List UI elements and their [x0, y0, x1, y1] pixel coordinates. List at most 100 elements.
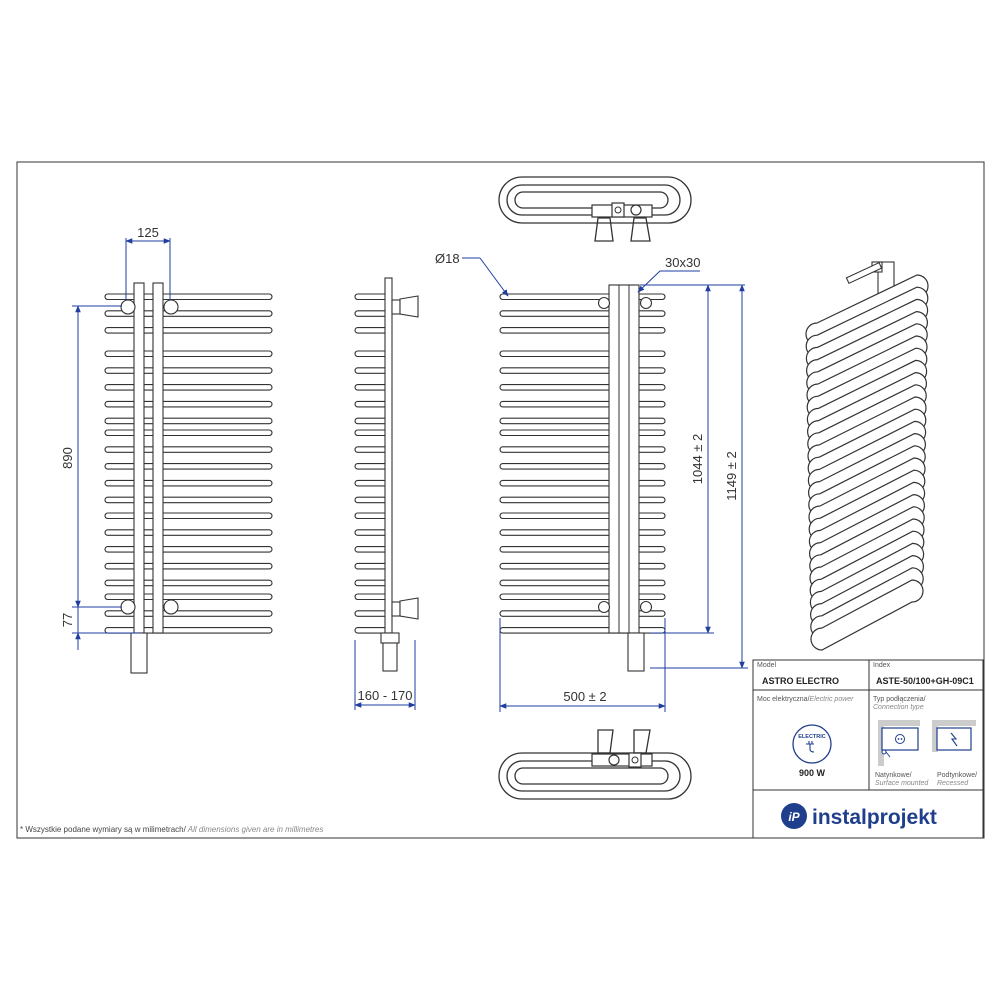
index-value: ASTE-50/100+GH-09C1: [876, 676, 974, 686]
heating-bar: [104, 327, 273, 334]
heating-bar-profile: [354, 327, 390, 334]
dim-collector: 30x30: [665, 255, 700, 270]
heating-bar: [104, 429, 273, 437]
collector-pipe-right: [152, 282, 164, 634]
plug-icon: [806, 741, 815, 753]
top-view: [498, 176, 692, 242]
collector-pipe-left: [133, 282, 145, 634]
element-head: [380, 632, 400, 644]
heating-bar-profile: [354, 400, 390, 408]
heating-bar: [104, 546, 273, 553]
profile-view: [354, 277, 419, 672]
conn-surface-en: Surface mounted: [875, 780, 929, 787]
heating-bar-profile: [354, 562, 390, 570]
mount-bracket: [163, 599, 179, 615]
heating-bar-profile: [354, 512, 390, 520]
heating-bar-front: [499, 529, 666, 536]
side-view-left: [104, 282, 273, 674]
heating-bar-profile: [354, 529, 390, 536]
mount-bracket: [120, 599, 136, 615]
heating-element-front: [627, 632, 645, 672]
brand-name: instalprojekt: [812, 806, 937, 829]
heating-element-profile: [382, 642, 398, 672]
wall-bracket-top: [399, 295, 419, 318]
collector-30x30: [608, 284, 640, 634]
heating-bar: [104, 479, 273, 487]
heating-bar: [104, 610, 273, 617]
heating-bar: [104, 593, 273, 601]
mount-bracket: [163, 299, 179, 315]
dim-depth: 160 - 170: [358, 688, 413, 703]
heating-bar-profile: [354, 496, 390, 504]
heating-bar-front: [499, 400, 666, 408]
heating-bar: [104, 310, 273, 317]
heating-bar-profile: [354, 293, 390, 301]
heating-bar-front: [499, 479, 666, 487]
heating-bar-profile: [354, 446, 390, 453]
heating-bar-front: [499, 627, 666, 634]
conn-label-en: Connection type: [873, 704, 924, 711]
sheet-border: [16, 161, 985, 839]
heating-bar-front: [499, 562, 666, 570]
front-view-dimensions: Ø18 30x30 1044 ± 2 1149 ± 2 500 ± 2: [435, 251, 748, 712]
model-label: Model: [757, 662, 777, 669]
heating-bar: [104, 579, 273, 587]
heating-bar-front: [499, 310, 666, 317]
heating-bar-front: [499, 496, 666, 504]
heating-bar-front: [499, 429, 666, 437]
mount-point: [639, 296, 653, 310]
conn-surface-pl: Natynkowe/: [875, 772, 912, 779]
surface-mounted-icon: [878, 720, 920, 766]
heating-bar-profile: [354, 546, 390, 553]
heating-bar: [104, 417, 273, 425]
heating-bar-front: [499, 512, 666, 520]
profile-collector: [384, 277, 393, 634]
heating-bar-front: [499, 446, 666, 453]
heating-bar: [104, 400, 273, 408]
heating-bar-profile: [354, 350, 390, 358]
brand-logo: iP instalprojekt: [781, 803, 937, 829]
heating-bar-front: [499, 350, 666, 358]
wall-mount: [391, 299, 401, 315]
dim-tube-diameter: Ø18: [435, 251, 460, 266]
mount-bracket: [120, 299, 136, 315]
heating-bar: [104, 367, 273, 374]
side-view-dimensions: 125 890 77: [60, 225, 171, 650]
dim-width: 500 ± 2: [563, 689, 606, 704]
isometric-view: [805, 261, 929, 651]
heating-bar: [104, 350, 273, 358]
heating-bar-profile: [354, 310, 390, 317]
dim-side-bottom: 77: [60, 613, 75, 627]
heating-bar: [104, 293, 273, 301]
model-value: ASTRO ELECTRO: [762, 676, 839, 686]
brand-logo-letters: iP: [788, 810, 800, 824]
heating-bar-profile: [354, 417, 390, 425]
heating-bar-front: [499, 417, 666, 425]
wall-bracket-bottom: [399, 597, 419, 620]
power-label-pl: Moc elektryczna/Electric power: [757, 696, 854, 703]
heating-bar-front: [499, 463, 666, 470]
power-value: 900 W: [799, 768, 826, 778]
conn-label-pl: Typ podłączenia/: [873, 696, 926, 703]
dim-height-total: 1149 ± 2: [724, 451, 739, 501]
heating-bar-profile: [354, 367, 390, 374]
heating-bar: [104, 446, 273, 453]
heating-bar-profile: [354, 463, 390, 470]
brand-logo-icon: [781, 803, 807, 829]
heating-bar-profile: [354, 593, 390, 601]
heating-bar: [104, 512, 273, 520]
profile-dimensions: 160 - 170: [354, 640, 416, 710]
info-table: Model ASTRO ELECTRO Index ASTE-50/100+GH…: [752, 659, 984, 839]
heating-bar: [104, 627, 273, 634]
heating-element: [130, 632, 148, 674]
dim-side-height: 890: [60, 447, 75, 469]
heating-bar-profile: [354, 384, 390, 391]
conn-recessed-en: Recessed: [937, 780, 969, 787]
mount-point: [597, 600, 611, 614]
conn-recessed-pl: Podtynkowe/: [937, 772, 977, 779]
footnote: * Wszystkie podane wymiary są w milimetr…: [20, 825, 323, 834]
dim-side-spacing: 125: [137, 225, 159, 240]
mount-point: [639, 600, 653, 614]
heating-bar: [104, 529, 273, 536]
